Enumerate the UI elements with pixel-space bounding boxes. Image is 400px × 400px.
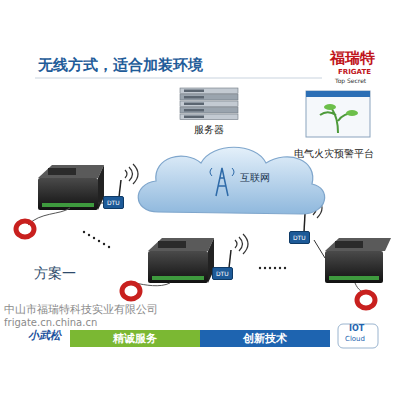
- monitor-device: [148, 238, 214, 283]
- tower-waves: [210, 168, 234, 176]
- rack-unit: [180, 88, 238, 94]
- wire: [28, 208, 70, 225]
- dtu-module: DTU: [212, 267, 233, 280]
- diagram-title: 无线方式，适合加装环境: [38, 56, 203, 75]
- antenna: [229, 250, 231, 268]
- drive-bay: [184, 116, 204, 119]
- slogan-band: 创新技术: [200, 330, 330, 347]
- leaf: [346, 110, 358, 116]
- cloud-shape: [128, 138, 333, 226]
- wire: [314, 240, 325, 258]
- rack-unit: [180, 114, 238, 120]
- monitor-screen: [288, 87, 380, 145]
- internet-cloud: 互联网: [128, 138, 333, 226]
- drive-bay: [184, 103, 204, 106]
- node-text: 互联网: [240, 171, 270, 185]
- text-label: FRIGATE: [338, 69, 371, 77]
- ellipsis-dots: [83, 231, 110, 248]
- screen-frame: [306, 91, 370, 137]
- node-text: DTU: [216, 270, 229, 277]
- text-label: 中山市福瑞特科技实业有限公司: [4, 304, 158, 316]
- platform-node: 电气火灾预警平台: [288, 87, 380, 163]
- current-transformer-ring: [122, 283, 140, 299]
- ellipsis-dots: [259, 267, 286, 269]
- leaf: [324, 104, 336, 110]
- server-node: 服务器: [176, 86, 242, 140]
- current-transformer-ring: [16, 221, 34, 237]
- iot-badge: [338, 324, 378, 348]
- text-label: frigate.cn.china.cn: [4, 317, 97, 328]
- screen-header: [306, 91, 370, 97]
- cloud-outline: [138, 147, 324, 214]
- text-label: 福瑞特: [330, 50, 375, 67]
- node-text: 创新技术: [243, 332, 287, 346]
- node-text: 精诚服务: [113, 332, 157, 346]
- current-transformer-ring: [357, 292, 375, 308]
- drive-bay: [184, 90, 204, 93]
- tower-icon: [216, 168, 228, 196]
- drive-bay: [184, 96, 204, 99]
- node-text: DTU: [107, 199, 120, 206]
- text-label: 方案一: [34, 266, 76, 281]
- dtu-module: DTU: [103, 196, 124, 209]
- monitor-device: [38, 165, 104, 210]
- text-label: Cloud: [345, 336, 365, 344]
- node-text: 服务器: [194, 123, 224, 137]
- slogan-band: 精诚服务: [70, 330, 200, 347]
- text-label: Top Secret: [335, 78, 366, 85]
- node-text: 电气火灾预警平台: [294, 147, 374, 161]
- antenna: [304, 214, 305, 232]
- rack-unit: [180, 101, 238, 107]
- wireless-waves: [125, 164, 138, 184]
- monitor-device: [325, 238, 391, 283]
- server-rack: [176, 86, 242, 122]
- drive-bay: [184, 109, 204, 112]
- header-rule: [35, 78, 322, 79]
- text-label: IOT: [349, 325, 364, 334]
- text-label: 小武松: [28, 330, 61, 342]
- node-text: DTU: [293, 234, 306, 241]
- rack-unit: [180, 95, 238, 101]
- wireless-waves: [235, 234, 248, 254]
- rack-unit: [180, 108, 238, 114]
- dtu-module: DTU: [289, 231, 310, 244]
- antenna: [119, 180, 121, 197]
